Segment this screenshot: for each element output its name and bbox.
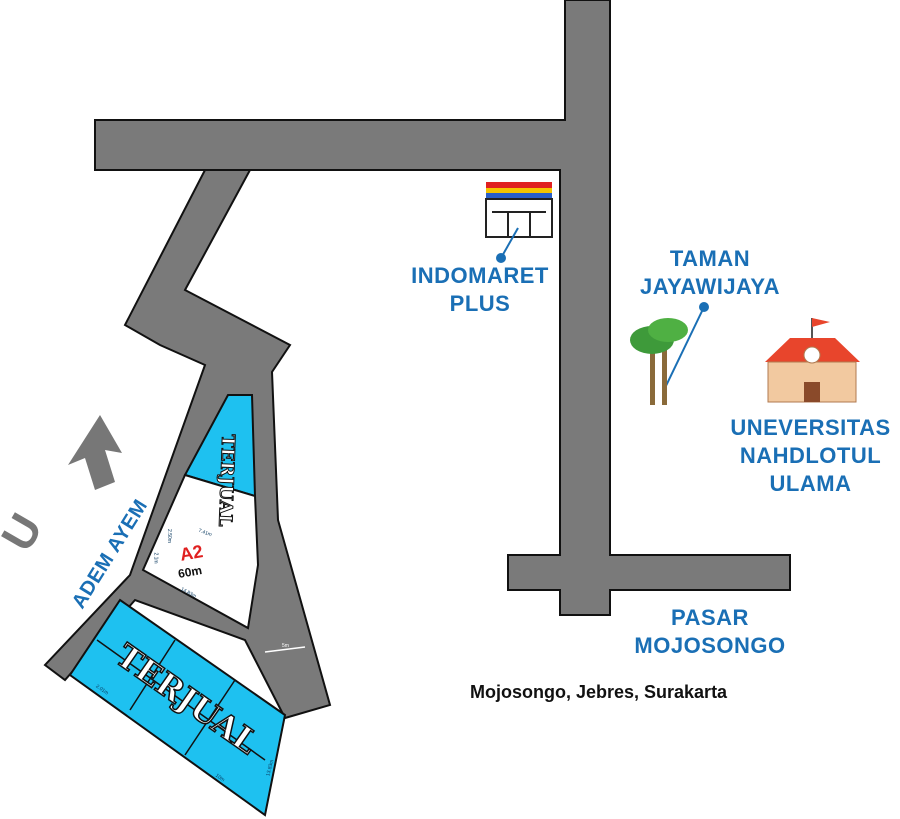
palm-tree-icon [630,318,688,405]
roads [43,0,791,720]
measurement: 5m [282,643,289,649]
label-line: TAMAN [669,246,751,271]
pointer-arrows [496,227,709,391]
university-icon [765,318,860,403]
road-left-diagonal [43,169,332,720]
label-line: UNEVERSITAS [730,415,891,440]
indomaret-label: INDOMARET PLUS [395,262,565,318]
lot-a2-name: A2 [178,541,205,565]
address-text: Mojosongo, Jebres, Surakarta [470,682,728,702]
label-line: JAYAWIJAYA [640,274,780,299]
label-line: MOJOSONGO [634,633,786,658]
label-line: INDOMARET [411,263,549,288]
pasar-label: PASAR MOJOSONGO [620,604,800,660]
lot-sold-bottom [68,598,287,817]
label-line: ULAMA [769,471,852,496]
label-line: PLUS [449,291,511,316]
store-icon [485,182,553,238]
north-arrow-icon [68,415,122,490]
university-label: UNEVERSITAS NAHDLOTUL ULAMA [718,414,900,498]
road-top [94,0,791,616]
measurement: 2.50m [165,529,172,543]
taman-label: TAMAN JAYAWIJAYA [630,245,790,301]
road-width-marker [264,646,306,653]
lot-a2 [141,473,260,630]
measurement: 2.1m [152,552,159,564]
label-line: PASAR [671,605,749,630]
sold-label-top: TERJUAL [214,433,239,528]
label-line: NAHDLOTUL [739,443,882,468]
